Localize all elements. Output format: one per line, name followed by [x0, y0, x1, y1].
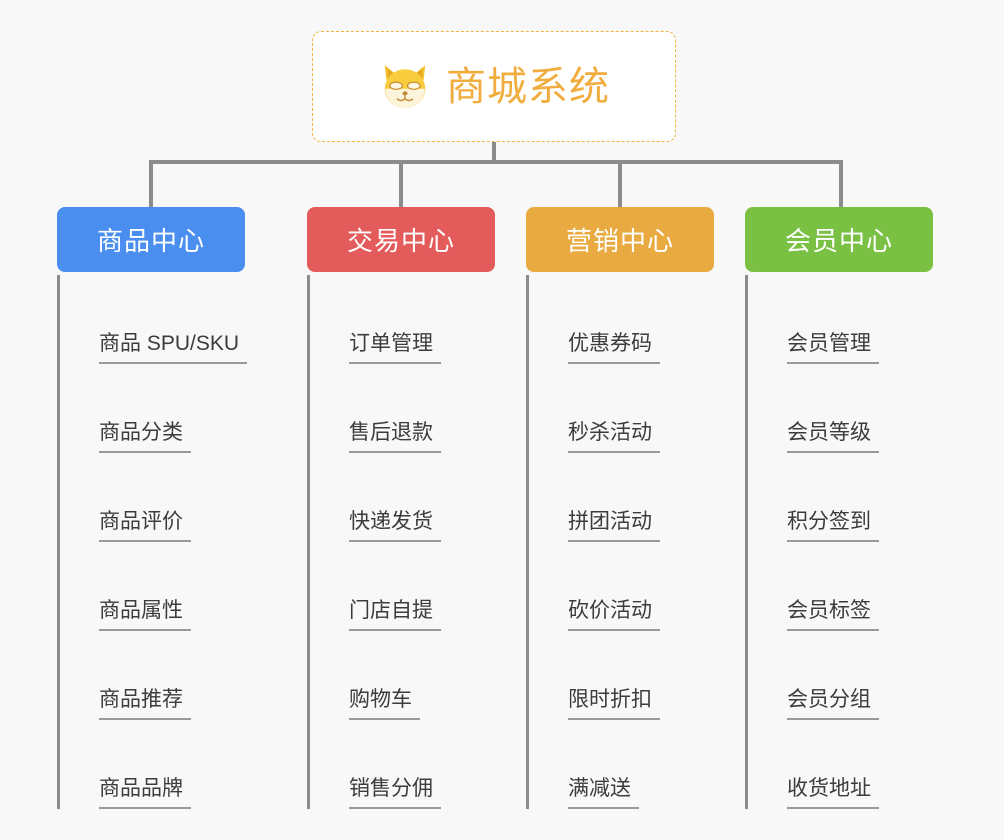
leaf-label: 快递发货	[349, 510, 441, 542]
list-item[interactable]: 优惠券码	[542, 275, 714, 364]
branch-member-center: 会员中心 会员管理 会员等级 积分签到 会员标签 会员分组 收货地址	[745, 207, 933, 809]
branch-trade-center: 交易中心 订单管理 售后退款 快递发货 门店自提 购物车 销售分佣	[307, 207, 495, 809]
list-item[interactable]: 订单管理	[323, 275, 495, 364]
leaf-label: 会员管理	[787, 332, 879, 364]
leaf-label: 商品评价	[99, 510, 191, 542]
leaf-label: 售后退款	[349, 421, 441, 453]
category-header-product-center[interactable]: 商品中心	[57, 207, 245, 272]
connector-drop-1	[149, 160, 153, 207]
leaf-label: 订单管理	[349, 332, 441, 364]
connector-drop-2	[399, 160, 403, 207]
connector-drop-3	[618, 160, 622, 207]
list-item[interactable]: 收货地址	[761, 720, 933, 809]
list-item[interactable]: 会员等级	[761, 364, 933, 453]
list-item[interactable]: 会员管理	[761, 275, 933, 364]
list-item[interactable]: 满减送	[542, 720, 714, 809]
list-item[interactable]: 会员标签	[761, 542, 933, 631]
leaf-list-trade-center: 订单管理 售后退款 快递发货 门店自提 购物车 销售分佣	[307, 275, 495, 809]
shiba-dog-face-icon	[384, 64, 426, 108]
leaf-label: 商品属性	[99, 599, 191, 631]
list-item[interactable]: 商品推荐	[73, 631, 245, 720]
list-item[interactable]: 砍价活动	[542, 542, 714, 631]
connector-bus	[149, 160, 843, 164]
leaf-label: 商品 SPU/SKU	[99, 332, 248, 364]
connector-root-stem	[492, 142, 496, 164]
leaf-label: 砍价活动	[568, 599, 660, 631]
root-node[interactable]: 商城系统	[312, 31, 676, 142]
leaf-list-marketing-center: 优惠券码 秒杀活动 拼团活动 砍价活动 限时折扣 满减送	[526, 275, 714, 809]
leaf-label: 会员分组	[787, 688, 879, 720]
category-header-member-center[interactable]: 会员中心	[745, 207, 933, 272]
leaf-label: 购物车	[349, 688, 420, 720]
leaf-label: 拼团活动	[568, 510, 660, 542]
leaf-list-product-center: 商品 SPU/SKU 商品分类 商品评价 商品属性 商品推荐 商品品牌	[57, 275, 248, 809]
list-item[interactable]: 快递发货	[323, 453, 495, 542]
leaf-label: 商品品牌	[99, 777, 191, 809]
leaf-label: 优惠券码	[568, 332, 660, 364]
leaf-label: 收货地址	[787, 777, 879, 809]
leaf-label: 满减送	[568, 777, 639, 809]
leaf-label: 积分签到	[787, 510, 879, 542]
list-item[interactable]: 限时折扣	[542, 631, 714, 720]
list-item[interactable]: 商品分类	[73, 364, 245, 453]
list-item[interactable]: 秒杀活动	[542, 364, 714, 453]
list-item[interactable]: 会员分组	[761, 631, 933, 720]
leaf-label: 秒杀活动	[568, 421, 660, 453]
branch-marketing-center: 营销中心 优惠券码 秒杀活动 拼团活动 砍价活动 限时折扣 满减送	[526, 207, 714, 809]
list-item[interactable]: 商品评价	[73, 453, 245, 542]
leaf-list-member-center: 会员管理 会员等级 积分签到 会员标签 会员分组 收货地址	[745, 275, 933, 809]
root-title: 商城系统	[446, 64, 610, 109]
list-item[interactable]: 拼团活动	[542, 453, 714, 542]
branch-product-center: 商品中心 商品 SPU/SKU 商品分类 商品评价 商品属性 商品推荐 商品品牌	[57, 207, 248, 809]
list-item[interactable]: 售后退款	[323, 364, 495, 453]
list-item[interactable]: 门店自提	[323, 542, 495, 631]
list-item[interactable]: 积分签到	[761, 453, 933, 542]
list-item[interactable]: 商品品牌	[73, 720, 245, 809]
list-item[interactable]: 商品 SPU/SKU	[73, 275, 248, 364]
list-item[interactable]: 销售分佣	[323, 720, 495, 809]
connector-drop-4	[839, 160, 843, 207]
leaf-label: 会员标签	[787, 599, 879, 631]
category-header-trade-center[interactable]: 交易中心	[307, 207, 495, 272]
leaf-label: 商品分类	[99, 421, 191, 453]
leaf-label: 限时折扣	[568, 688, 660, 720]
list-item[interactable]: 商品属性	[73, 542, 245, 631]
category-header-marketing-center[interactable]: 营销中心	[526, 207, 714, 272]
leaf-label: 商品推荐	[99, 688, 191, 720]
list-item[interactable]: 购物车	[323, 631, 495, 720]
leaf-label: 门店自提	[349, 599, 441, 631]
leaf-label: 销售分佣	[349, 777, 441, 809]
leaf-label: 会员等级	[787, 421, 879, 453]
